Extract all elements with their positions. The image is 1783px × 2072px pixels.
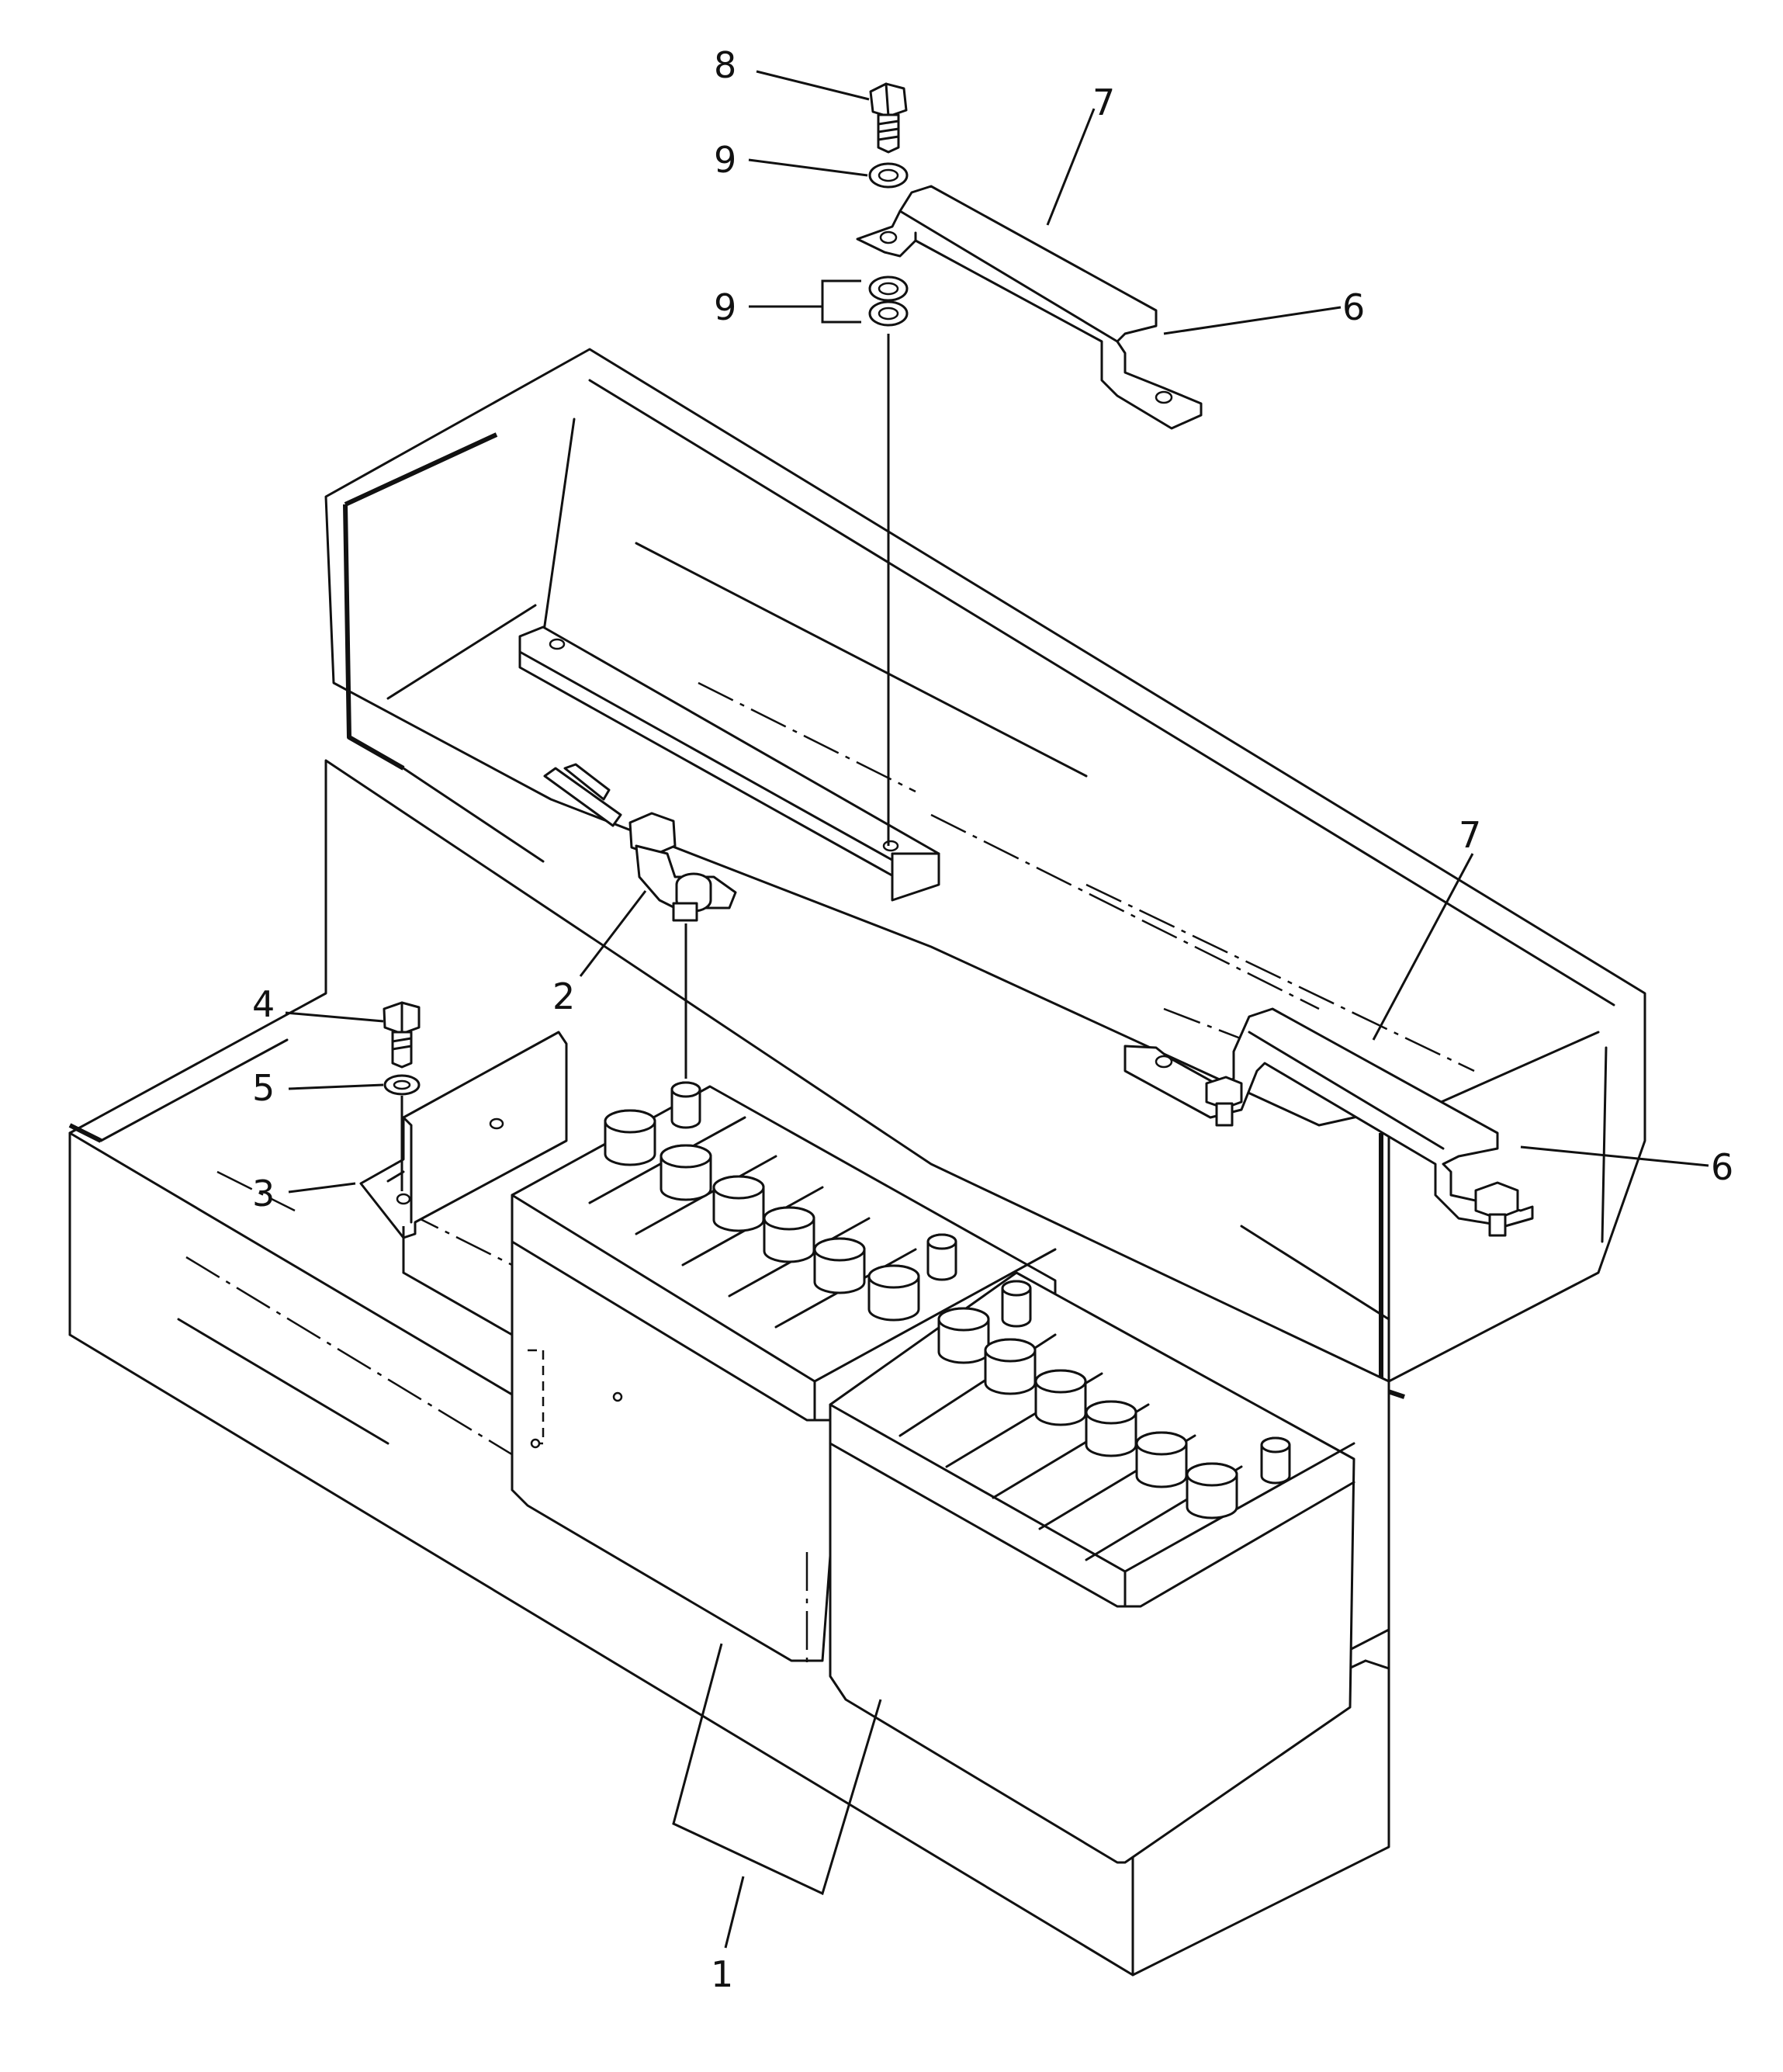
callout-2: 2 [552,890,647,1017]
callout-label: 8 [714,44,736,86]
callout-label: 4 [252,983,275,1025]
assembly-line-bracket [402,1226,513,1336]
callout-8: 8 [714,44,870,101]
front-battery-caps [937,1280,1291,1519]
battery-hole [612,1391,623,1402]
callout-6-top: 6 [1163,286,1365,335]
rail-hole [882,840,899,852]
rear-rail [518,625,940,902]
callout-9-upper: 9 [714,139,868,181]
callout-label: 3 [252,1173,275,1214]
callout-label: 2 [552,975,575,1017]
rail-hole [549,638,566,650]
terminal-post [1001,1280,1032,1297]
terminal-post [1260,1436,1291,1454]
callout-7-right: 7 [1372,814,1481,1041]
rear-battery-caps [604,1081,957,1322]
callout-label: 6 [1342,286,1365,328]
callout-7-top: 7 [1046,81,1115,226]
battery-hole [530,1438,541,1449]
battery-terminal-clamp [543,763,737,1079]
bolt-top [869,82,908,154]
callout-4: 4 [252,983,384,1025]
callout-1: 1 [672,1643,882,1995]
callout-label: 1 [711,1953,733,1995]
terminal-post [670,1081,701,1098]
callout-label: 5 [252,1067,275,1109]
callout-6-right: 6 [1520,1145,1733,1188]
callout-label: 6 [1711,1146,1733,1188]
terminal-post [926,1233,957,1250]
callout-label: 7 [1092,81,1115,123]
bolt-front [383,1001,421,1069]
hold-down-bar-top [856,185,1203,430]
front-bracket [359,1031,568,1239]
callout-5: 5 [252,1067,384,1109]
callout-9-lower: 9 [714,279,861,328]
callout-label: 9 [714,286,736,328]
callout-label: 9 [714,139,736,181]
bolt-right [1205,1076,1519,1237]
callout-label: 7 [1459,814,1481,856]
callout-3: 3 [252,1173,356,1214]
